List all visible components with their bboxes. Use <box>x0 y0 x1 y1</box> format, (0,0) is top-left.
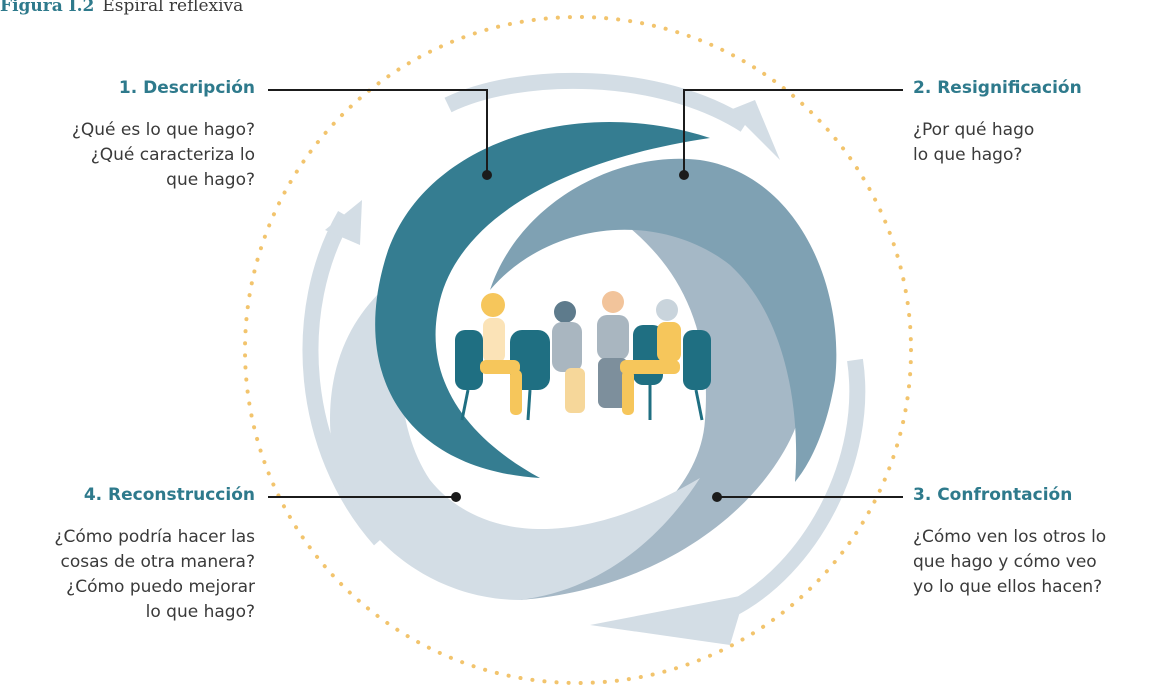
question-line: cosas de otra manera? <box>60 552 255 572</box>
group-of-people-sitting-in-circle-icon <box>455 291 711 421</box>
spiral-blade-light <box>520 228 806 600</box>
question-line: yo lo que ellos hacen? <box>913 577 1103 597</box>
outer-arrow-top <box>444 72 750 132</box>
stage-questions-reconstruccion: ¿Cómo podría hacer las cosas de otra man… <box>54 525 255 625</box>
question-line: lo que hago? <box>913 145 1023 165</box>
stage-title-resignificacion: 2. Resignificación <box>913 78 1082 98</box>
leader-line-resignificacion <box>683 89 903 175</box>
stage-title-reconstruccion: 4. Reconstrucción <box>83 485 255 505</box>
figure-title: Espiral reflexiva <box>102 0 244 16</box>
question-line: que hago? <box>166 170 255 190</box>
stage-questions-resignificacion: ¿Por qué hago lo que hago? <box>913 118 1034 168</box>
outer-arrow-top-head <box>730 100 780 160</box>
leader-line-descripcion <box>268 89 488 175</box>
question-line: que hago y cómo veo <box>913 552 1097 572</box>
leader-dot-confrontacion <box>712 492 722 502</box>
question-line: ¿Cómo podría hacer las <box>54 527 255 547</box>
question-line: ¿Por qué hago <box>913 120 1035 140</box>
leader-dot-reconstruccion <box>451 492 461 502</box>
figure-number: Figura I.2 <box>0 0 95 16</box>
outer-arrow-right <box>726 358 866 618</box>
question-line: ¿Cómo ven los otros lo <box>913 527 1107 547</box>
leader-dot-descripcion <box>482 170 492 180</box>
dotted-outer-circle <box>243 15 913 685</box>
figure-caption: Figura I.2 Espiral reflexiva <box>0 0 243 16</box>
stage-title-descripcion: 1. Descripción <box>118 78 255 98</box>
outer-arrow-left-head <box>325 200 362 245</box>
stage-questions-confrontacion: ¿Cómo ven los otros lo que hago y cómo v… <box>913 525 1106 600</box>
stage-title-confrontacion: 3. Confrontación <box>913 485 1073 505</box>
question-line: lo que hago? <box>145 602 255 622</box>
question-line: ¿Cómo puedo mejorar <box>66 577 255 597</box>
spiral-blade-mid <box>490 158 837 483</box>
leader-dot-resignificacion <box>679 170 689 180</box>
outer-arrow-right-head <box>590 595 745 645</box>
spiral-blade-dark <box>375 122 710 478</box>
spiral-blade-pale <box>330 250 700 600</box>
question-line: ¿Qué caracteriza lo <box>90 145 255 165</box>
stage-questions-descripcion: ¿Qué es lo que hago? ¿Qué caracteriza lo… <box>72 118 255 193</box>
question-line: ¿Qué es lo que hago? <box>71 120 255 140</box>
